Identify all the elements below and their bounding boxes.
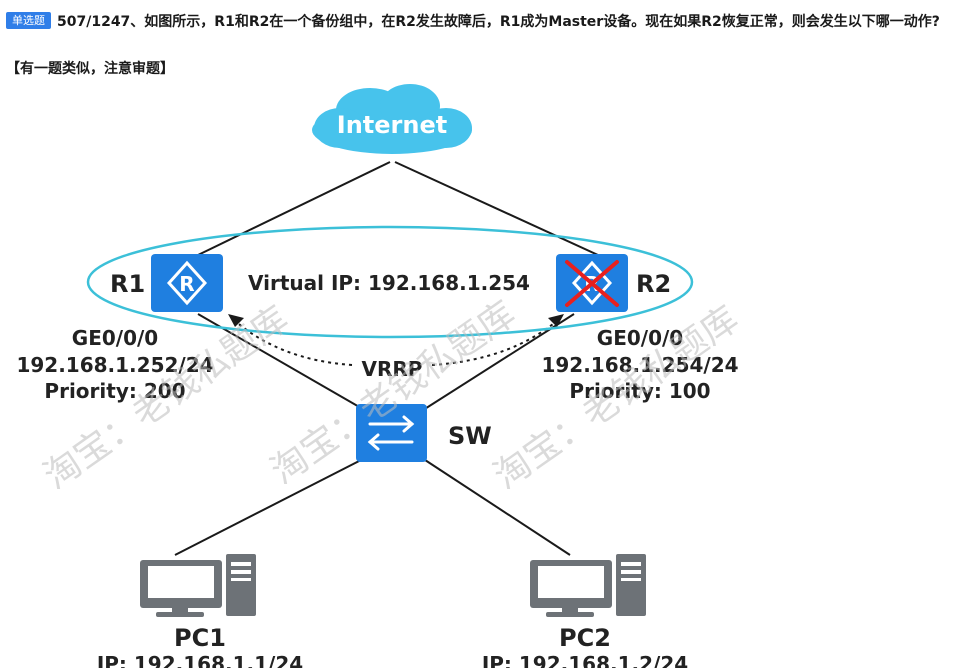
link-sw-pc1 [174, 457, 366, 556]
r2-interface: GE0/0/0 [597, 326, 683, 350]
pc1-name: PC1 [174, 624, 226, 652]
r1-ip: 192.168.1.252/24 [16, 353, 213, 377]
virtual-ip-label: Virtual IP: 192.168.1.254 [248, 271, 530, 295]
question-text: 单选题 507/1247、如图所示，R1和R2在一个备份组中，在R2发生故障后，R… [6, 10, 946, 34]
r2-ip: 192.168.1.254/24 [541, 353, 738, 377]
internet-label: Internet [337, 111, 447, 139]
pc1-ip: IP: 192.168.1.1/24 [97, 652, 303, 668]
watermark-center: 淘宝：老钱私题库 [264, 294, 523, 493]
sw-name: SW [448, 422, 492, 450]
vrrp-arrows [233, 319, 559, 366]
pc1-icon [140, 554, 256, 617]
pc2-name: PC2 [559, 624, 611, 652]
backup-group-ellipse [86, 225, 694, 339]
links [174, 161, 599, 556]
r2-priority: Priority: 100 [569, 379, 710, 403]
question-note: 【有一题类似，注意审题】 [6, 61, 174, 77]
link-r1-sw [197, 313, 369, 413]
arrowhead-right [548, 314, 564, 327]
r1-name: R1 [110, 270, 145, 298]
arrowhead-left [228, 314, 244, 327]
r2-name: R2 [636, 270, 671, 298]
svg-text:R: R [179, 272, 194, 296]
vrrp-arc-left [233, 319, 353, 366]
r1-interface: GE0/0/0 [72, 326, 158, 350]
pc2-icon [530, 554, 646, 617]
question-body: 507/1247、如图所示，R1和R2在一个备份组中，在R2发生故障后，R1成为… [57, 14, 940, 30]
fault-cross-icon [565, 260, 619, 307]
switch-icon [356, 404, 427, 462]
question-type-badge: 单选题 [6, 12, 51, 29]
link-internet-r1 [197, 161, 391, 256]
link-sw-pc2 [421, 457, 571, 556]
vrrp-label: VRRP [362, 357, 423, 381]
link-r2-sw [419, 313, 575, 413]
vrrp-arc-right [431, 319, 559, 366]
link-internet-r2 [394, 161, 599, 256]
internet-cloud-icon [312, 84, 472, 154]
router-r1-icon: R [151, 254, 223, 312]
r1-priority: Priority: 200 [44, 379, 185, 403]
pc2-ip: IP: 192.168.1.2/24 [482, 652, 688, 668]
